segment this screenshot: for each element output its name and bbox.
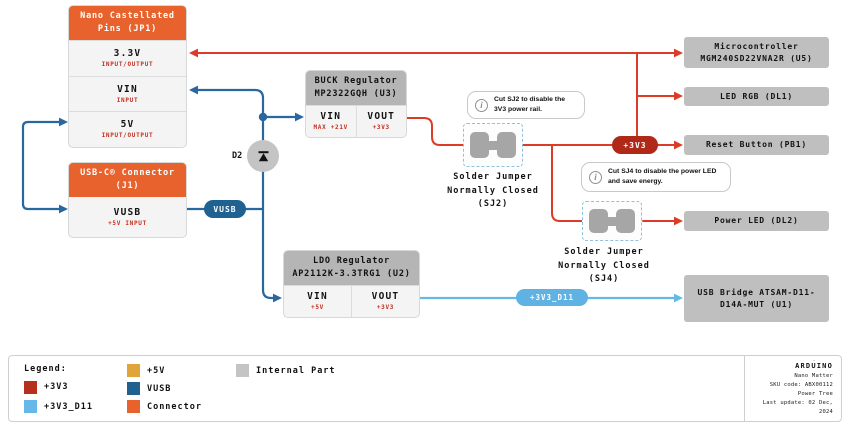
pin-5v: 5V INPUT/OUTPUT bbox=[69, 110, 186, 147]
legend-item-vusb: VUSB bbox=[126, 382, 202, 395]
pin-vin-label: VIN bbox=[117, 83, 138, 95]
legend-item-3v3-d11: +3V3_D11 bbox=[24, 400, 93, 413]
u3-vout-sub: +3V3 bbox=[372, 123, 390, 131]
legend-bar: Legend: +3V3 +3V3_D11 +5V VUSB bbox=[8, 355, 842, 422]
legend-item-3v3: +3V3 bbox=[24, 380, 93, 394]
u3-pin-vout: VOUT +3V3 bbox=[355, 105, 407, 137]
last-update: Last update: 02 Dec, 2024 bbox=[762, 399, 833, 415]
u3-pin-vin: VIN MAX +21V bbox=[306, 106, 356, 137]
jumper-pad bbox=[589, 209, 608, 233]
u2-pin-vin: VIN +5V bbox=[284, 286, 351, 317]
pin-vusb: VUSB +5V INPUT bbox=[69, 197, 186, 237]
legend-label: +5V bbox=[146, 365, 166, 376]
node-nano-castellated-pins: Nano Castellated Pins (JP1) 3.3V INPUT/O… bbox=[68, 5, 187, 148]
vusb-arrowheads bbox=[59, 85, 304, 303]
part-led-rgb: LED RGB (DL1) bbox=[684, 87, 829, 106]
u2-pins: VIN +5V VOUT +3V3 bbox=[284, 284, 419, 317]
swatch-vusb bbox=[126, 382, 140, 395]
brand-name: ARDUINO bbox=[795, 361, 833, 370]
pin-5v-label: 5V bbox=[120, 119, 135, 130]
swatch-connector bbox=[126, 400, 140, 413]
u3-vin-label: VIN bbox=[320, 110, 342, 122]
vusb-wires bbox=[21, 88, 297, 300]
net-pill-3v3: +3V3 bbox=[612, 136, 658, 154]
label-sj4: Solder Jumper Normally Closed (SJ4) bbox=[558, 247, 650, 285]
doc-type: Power Tree bbox=[797, 390, 833, 397]
info-icon: i bbox=[475, 98, 488, 112]
legend-item-connector: Connector bbox=[126, 400, 203, 413]
callout-sj4-text: Cut SJ4 to disable the power LED and sav… bbox=[608, 168, 717, 185]
legend-title: Legend: bbox=[24, 364, 93, 374]
p3v3-d11-arrowhead bbox=[674, 293, 683, 303]
swatch-internal-part bbox=[236, 364, 250, 377]
diode-d2-label: D2 bbox=[232, 151, 243, 161]
swatch-5v bbox=[126, 364, 140, 377]
diode-d2 bbox=[247, 140, 279, 172]
u2-vin-sub: +5V bbox=[311, 303, 324, 311]
legend-item-internal-part: Internal Part bbox=[236, 364, 336, 377]
node-u3-title: BUCK Regulator MP2322GQH (U3) bbox=[306, 71, 406, 105]
u2-vin-label: VIN bbox=[307, 290, 328, 302]
legend-column-1: Legend: +3V3 +3V3_D11 bbox=[24, 364, 93, 413]
sku-code: SKU code: ABX00112 bbox=[769, 381, 833, 388]
node-jp1-title: Nano Castellated Pins (JP1) bbox=[69, 6, 186, 40]
label-sj2: Solder Jumper Normally Closed (SJ2) bbox=[447, 172, 539, 210]
pin-vusb-sub: +5V INPUT bbox=[108, 219, 147, 227]
legend-item-5v: +5V bbox=[126, 364, 202, 377]
legend-label: VUSB bbox=[146, 383, 172, 394]
part-reset-button: Reset Button (PB1) bbox=[684, 135, 829, 155]
legend-column-3: Internal Part bbox=[236, 364, 336, 413]
u2-vout-sub: +3V3 bbox=[376, 303, 395, 311]
part-power-led: Power LED (DL2) bbox=[684, 211, 829, 231]
jumper-bar bbox=[605, 216, 619, 226]
pin-3v3: 3.3V INPUT/OUTPUT bbox=[69, 39, 186, 76]
jumper-pad bbox=[497, 132, 516, 158]
node-j1-title: USB-C® Connector (J1) bbox=[69, 163, 186, 197]
pin-3v3-sub: INPUT/OUTPUT bbox=[101, 61, 154, 68]
node-usbc-connector: USB-C® Connector (J1) VUSB +5V INPUT bbox=[68, 162, 187, 238]
node-buck-regulator: BUCK Regulator MP2322GQH (U3) VIN MAX +2… bbox=[305, 70, 407, 138]
u3-vin-sub: MAX +21V bbox=[313, 123, 348, 131]
node-u2-title: LDO Regulator AP2112K-3.3TRG1 (U2) bbox=[284, 251, 419, 285]
p3v3-arrowheads bbox=[189, 48, 683, 226]
legend-label: +3V3_D11 bbox=[44, 401, 93, 412]
legend-label: +3V3 bbox=[44, 382, 69, 392]
product-name: Nano Matter bbox=[794, 372, 833, 379]
legend: Legend: +3V3 +3V3_D11 +5V VUSB bbox=[9, 356, 744, 421]
net-pill-3v3-d11: +3V3_D11 bbox=[516, 289, 588, 306]
net-pill-vusb: VUSB bbox=[204, 200, 246, 218]
legend-label: Connector bbox=[146, 401, 203, 412]
callout-sj2: i Cut SJ2 to disable the 3V3 power rail. bbox=[467, 91, 585, 119]
pin-3v3-label: 3.3V bbox=[113, 48, 142, 59]
part-usb-bridge: USB Bridge ATSAM-D11-D14A-MUT (U1) bbox=[684, 275, 829, 322]
solder-jumper-sj2 bbox=[463, 123, 523, 167]
u3-vout-label: VOUT bbox=[367, 110, 396, 122]
legend-label: Internal Part bbox=[256, 365, 336, 376]
pin-vusb-label: VUSB bbox=[113, 206, 142, 218]
callout-sj2-text: Cut SJ2 to disable the 3V3 power rail. bbox=[494, 96, 566, 113]
jumper-bar bbox=[486, 140, 500, 150]
p3v3-wires bbox=[197, 52, 675, 222]
arduino-logo-icon bbox=[813, 360, 815, 361]
node-ldo-regulator: LDO Regulator AP2112K-3.3TRG1 (U2) VIN +… bbox=[283, 250, 420, 318]
jumper-pad bbox=[616, 209, 635, 233]
legend-column-2: +5V VUSB Connector bbox=[126, 364, 203, 413]
pin-5v-sub: INPUT/OUTPUT bbox=[101, 132, 154, 139]
title-block: ARDUINO Nano Matter SKU code: ABX00112 P… bbox=[744, 356, 841, 421]
info-icon: i bbox=[589, 170, 602, 184]
callout-sj4: i Cut SJ4 to disable the power LED and s… bbox=[581, 162, 731, 192]
swatch-3v3-d11 bbox=[24, 400, 37, 413]
legend-title-text: Legend: bbox=[24, 364, 67, 374]
solder-jumper-sj4 bbox=[582, 201, 642, 241]
part-microcontroller: Microcontroller MGM240SD22VNA2R (U5) bbox=[684, 37, 829, 68]
pin-vin-sub: INPUT bbox=[116, 96, 139, 104]
u2-vout-label: VOUT bbox=[371, 290, 400, 302]
diode-icon bbox=[258, 150, 268, 161]
title-block-lines: Nano Matter SKU code: ABX00112 Power Tre… bbox=[753, 372, 833, 417]
u3-pins: VIN MAX +21V VOUT +3V3 bbox=[306, 104, 407, 137]
pin-vin: VIN INPUT bbox=[69, 75, 186, 111]
jumper-pad bbox=[470, 132, 489, 158]
u2-pin-vout: VOUT +3V3 bbox=[351, 285, 419, 317]
swatch-3v3 bbox=[24, 380, 37, 394]
